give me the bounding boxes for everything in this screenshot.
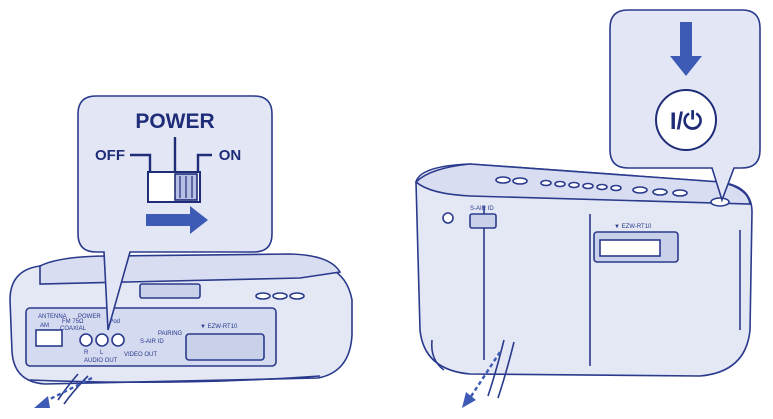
power-button (655, 89, 717, 151)
left-pull-arrowhead (34, 396, 50, 408)
am-label: AM (40, 323, 49, 329)
power-button-location (710, 197, 730, 207)
left-device-labels: ANTENNA POWER AM FM 75Ω COAXIAL iPod R L… (38, 314, 238, 364)
right-pull-arrowhead (462, 392, 476, 408)
slide-right-arrow (146, 206, 208, 234)
antenna-label: ANTENNA (38, 314, 67, 320)
left-callout: POWER OFF ON (77, 95, 273, 331)
slot-label-right: ▼ EZW-RT10 (614, 224, 652, 230)
right-sair-switch (469, 213, 497, 229)
power-jack-label: POWER (78, 314, 101, 320)
r-label: R (84, 350, 89, 356)
sair-id-label-left: S-AIR ID (140, 339, 164, 345)
left-cable (57, 373, 89, 405)
right-device-body (415, 163, 753, 377)
press-down-arrow (670, 22, 702, 76)
power-callout-title: POWER (135, 110, 214, 133)
fm-label: FM 75Ω (62, 319, 84, 325)
left-device (9, 253, 353, 385)
sair-id-label-right: S-AIR ID (470, 206, 494, 212)
slot-label-left: ▼ EZW-RT10 (200, 324, 238, 330)
power-button-symbol: I/⏻ (670, 108, 702, 135)
right-callout: I/⏻ (609, 9, 761, 203)
left-pull-arrow (43, 376, 93, 404)
pairing-label: PAIRING (158, 331, 183, 337)
on-label: ON (219, 147, 242, 164)
audio-out-label: AUDIO OUT (84, 358, 118, 364)
right-cable (487, 339, 515, 399)
l-label: L (100, 350, 104, 356)
right-device (414, 163, 753, 377)
left-slot (185, 333, 265, 361)
video-out-label: VIDEO OUT (124, 352, 157, 358)
left-callout-bubble (77, 95, 273, 331)
right-device-labels: S-AIR ID ▼ EZW-RT10 (470, 206, 652, 230)
coaxial-label: COAXIAL (60, 326, 87, 332)
right-pull-arrow (468, 351, 502, 399)
off-label: OFF (95, 147, 125, 164)
ipod-label: iPod (108, 319, 120, 325)
